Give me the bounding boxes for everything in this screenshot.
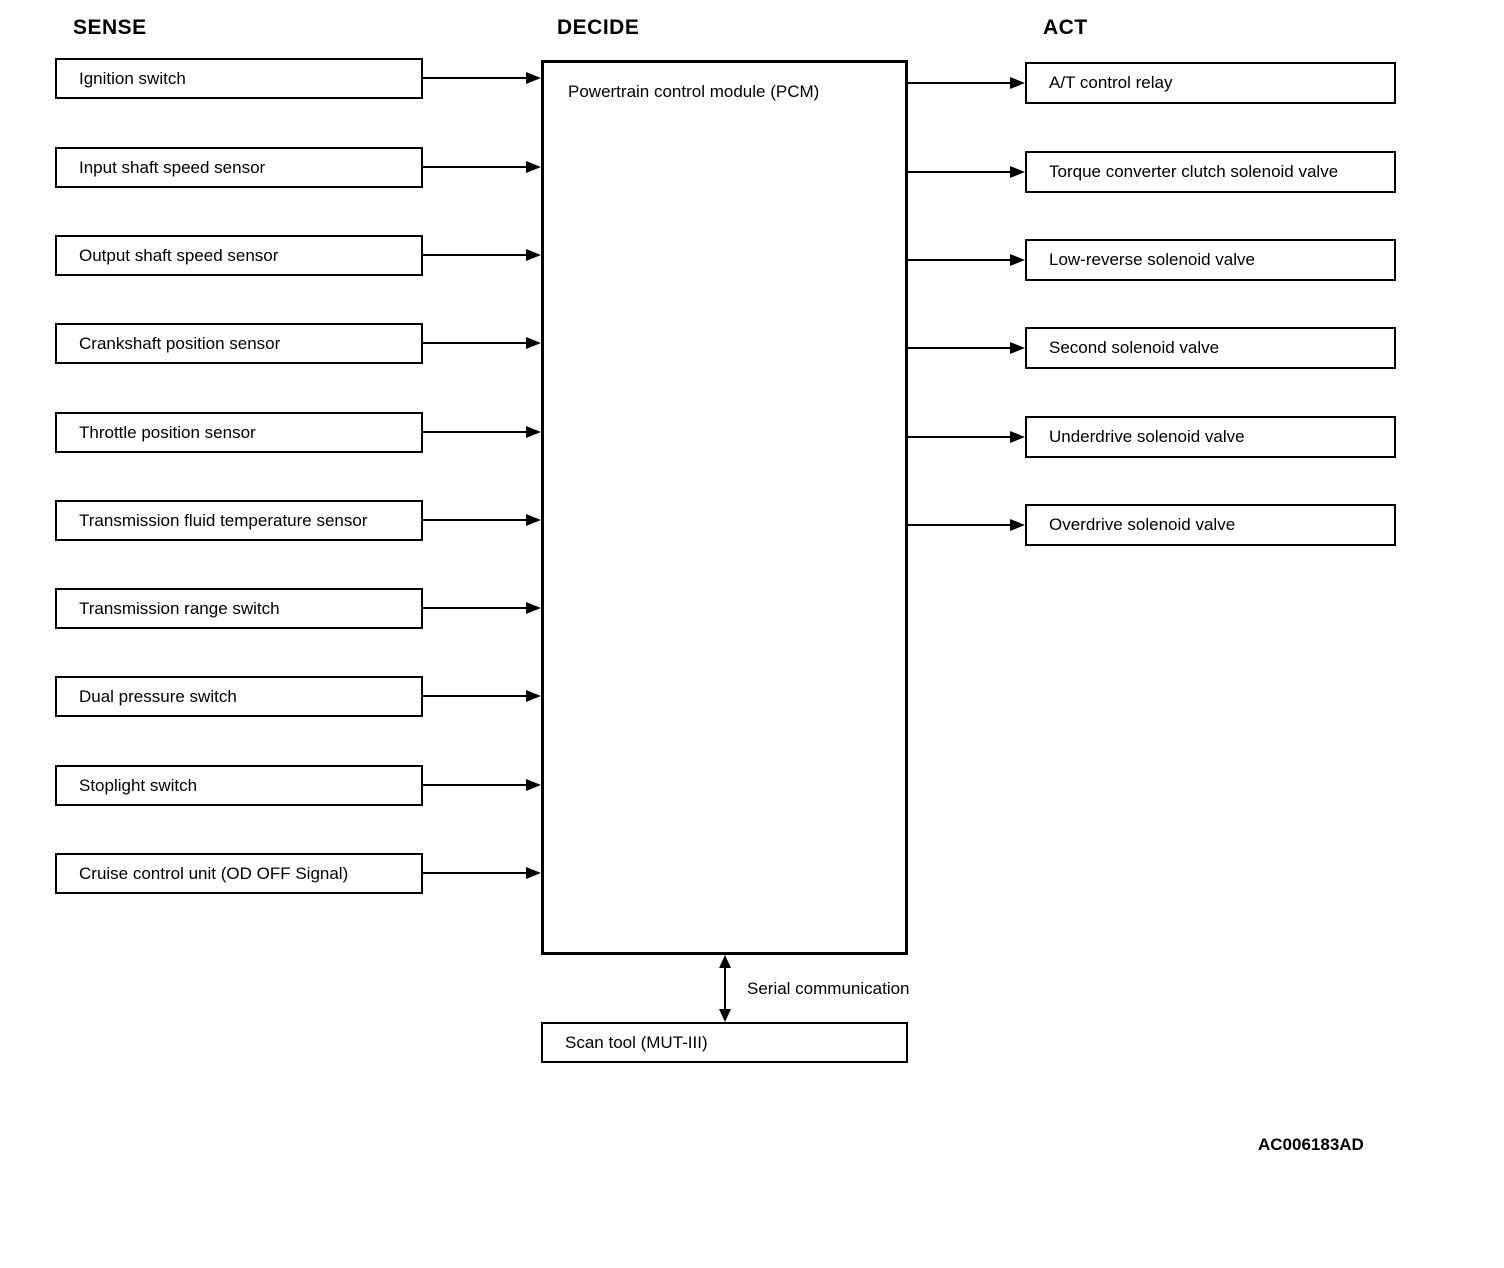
pcm-box: Powertrain control module (PCM) [541, 60, 908, 955]
sense-box-cruise-control-unit: Cruise control unit (OD OFF Signal) [55, 853, 423, 894]
arrow-pcm-to-overdrive-solenoid [908, 519, 1025, 531]
arrow-pcm-to-torque-converter-solenoid [908, 166, 1025, 178]
arrow-pcm-to-at-control-relay [908, 77, 1025, 89]
arrow-pcm-to-second-solenoid [908, 342, 1025, 354]
sense-column-heading: SENSE [73, 16, 147, 39]
sense-box-input-shaft-speed-sensor: Input shaft speed sensor [55, 147, 423, 188]
arrow-fluid-temperature-to-pcm [423, 514, 541, 526]
scan-tool-box: Scan tool (MUT-III) [541, 1022, 908, 1063]
arrow-throttle-position-to-pcm [423, 426, 541, 438]
act-box-underdrive-solenoid-valve: Underdrive solenoid valve [1025, 416, 1396, 458]
figure-code: AC006183AD [1258, 1135, 1364, 1154]
arrow-input-shaft-speed-to-pcm [423, 161, 541, 173]
arrow-range-switch-to-pcm [423, 602, 541, 614]
act-box-torque-converter-clutch-solenoid-valve: Torque converter clutch solenoid valve [1025, 151, 1396, 193]
arrow-pcm-to-underdrive-solenoid [908, 431, 1025, 443]
serial-communication-arrow [719, 955, 731, 1022]
sense-box-ignition-switch: Ignition switch [55, 58, 423, 99]
act-column-heading: ACT [1043, 16, 1088, 39]
arrow-output-shaft-speed-to-pcm [423, 249, 541, 261]
act-box-at-control-relay: A/T control relay [1025, 62, 1396, 104]
pcm-label: Powertrain control module (PCM) [568, 82, 820, 101]
arrow-dual-pressure-to-pcm [423, 690, 541, 702]
sense-box-crankshaft-position-sensor: Crankshaft position sensor [55, 323, 423, 364]
sense-box-throttle-position-sensor: Throttle position sensor [55, 412, 423, 453]
sense-box-stoplight-switch: Stoplight switch [55, 765, 423, 806]
arrow-crankshaft-position-to-pcm [423, 337, 541, 349]
sense-box-output-shaft-speed-sensor: Output shaft speed sensor [55, 235, 423, 276]
arrow-stoplight-switch-to-pcm [423, 779, 541, 791]
arrow-pcm-to-low-reverse-solenoid [908, 254, 1025, 266]
act-box-overdrive-solenoid-valve: Overdrive solenoid valve [1025, 504, 1396, 546]
act-box-second-solenoid-valve: Second solenoid valve [1025, 327, 1396, 369]
arrow-ignition-switch-to-pcm [423, 72, 541, 84]
arrow-cruise-control-to-pcm [423, 867, 541, 879]
sense-box-transmission-range-switch: Transmission range switch [55, 588, 423, 629]
decide-column-heading: DECIDE [557, 16, 640, 39]
serial-communication-label: Serial communication [747, 979, 910, 998]
sense-box-dual-pressure-switch: Dual pressure switch [55, 676, 423, 717]
act-box-low-reverse-solenoid-valve: Low-reverse solenoid valve [1025, 239, 1396, 281]
sense-box-transmission-fluid-temperature-sensor: Transmission fluid temperature sensor [55, 500, 423, 541]
